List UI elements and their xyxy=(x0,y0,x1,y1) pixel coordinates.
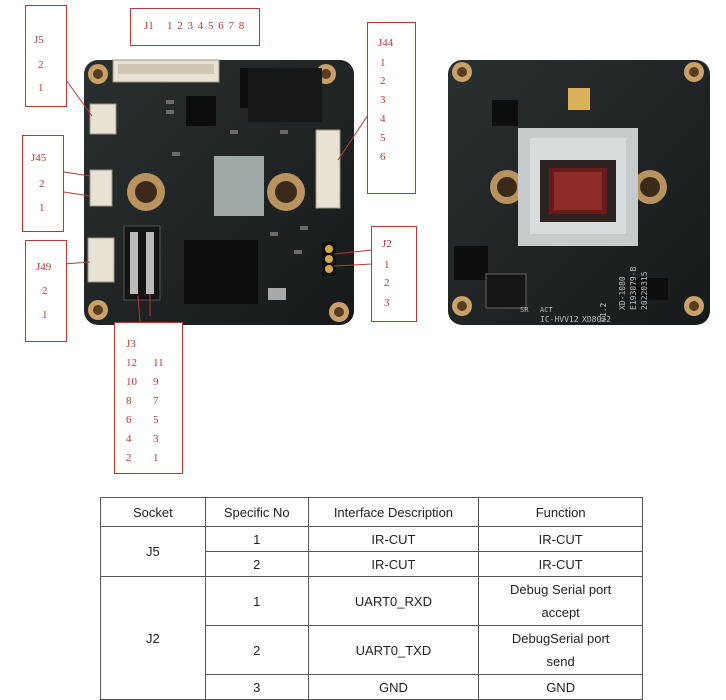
label-j5-name: J5 xyxy=(34,34,44,46)
label-j3: J3 12 11 10 9 8 7 6 5 4 3 2 1 xyxy=(114,322,183,474)
label-j3-pin: 8 xyxy=(126,395,132,407)
image-sensor xyxy=(540,160,616,222)
label-j49-pin: 1 xyxy=(42,309,48,321)
label-j3-pin: 12 xyxy=(126,357,137,369)
header-specific-no: Specific No xyxy=(205,498,308,527)
cell-function-line: DebugSerial port xyxy=(512,631,610,646)
table-row: J5 1 IR-CUT IR-CUT xyxy=(101,527,643,552)
silkscreen-code: IC-HVV12 xyxy=(540,315,579,324)
label-j49-name: J49 xyxy=(36,261,51,273)
label-j3-pin: 1 xyxy=(153,452,159,464)
label-j45-pin: 1 xyxy=(39,202,45,214)
label-j2-pin: 2 xyxy=(384,277,390,289)
label-j3-name: J3 xyxy=(126,338,136,350)
label-j44-pin: 2 xyxy=(380,75,386,87)
label-j5-pin: 2 xyxy=(38,59,44,71)
header-socket: Socket xyxy=(101,498,206,527)
j49-connector xyxy=(88,238,114,282)
silkscreen-code: 20220315 xyxy=(640,271,649,310)
header-function: Function xyxy=(479,498,643,527)
label-j44-pin: 4 xyxy=(380,113,386,125)
silkscreen-code: XD-1080 xyxy=(618,276,627,310)
cell-socket: J2 xyxy=(101,577,206,700)
cell-function-line: send xyxy=(547,654,575,669)
cell-function: IR-CUT xyxy=(479,527,643,552)
label-j3-pin: 3 xyxy=(153,433,159,445)
cell-description: GND xyxy=(308,675,479,700)
label-j3-pin: 10 xyxy=(126,376,137,388)
label-j1-name: J1 xyxy=(144,20,154,32)
label-j3-pin: 9 xyxy=(153,376,159,388)
interface-table: Socket Specific No Interface Description… xyxy=(100,497,643,700)
label-j2: J2 1 2 3 xyxy=(371,226,417,322)
board-diagram: XD-1080 E193079-B 20220315 V1.2 XD8022 I… xyxy=(0,0,726,470)
table-row: J2 1 UART0_RXD Debug Serial port accept xyxy=(101,577,643,626)
j3-header xyxy=(124,226,160,300)
label-j44-pin: 3 xyxy=(380,94,386,106)
label-j44-pin: 1 xyxy=(380,57,386,69)
label-j44-pin: 5 xyxy=(380,132,386,144)
main-board xyxy=(84,60,354,325)
label-j3-pin: 4 xyxy=(126,433,132,445)
label-j44-pin: 6 xyxy=(380,151,386,163)
label-j2-pin: 3 xyxy=(384,297,390,309)
cell-function-line: Debug Serial port xyxy=(510,582,611,597)
label-j2-name: J2 xyxy=(382,238,392,250)
cell-specific-no: 2 xyxy=(205,626,308,675)
cell-function-line: accept xyxy=(541,605,579,620)
silkscreen-mark: SR xyxy=(520,306,529,314)
cell-description: IR-CUT xyxy=(308,527,479,552)
label-j5: J5 2 1 xyxy=(25,5,67,107)
label-j3-pin: 7 xyxy=(153,395,159,407)
label-j44-name: J44 xyxy=(378,37,393,49)
j2-pads xyxy=(322,242,336,276)
cell-specific-no: 1 xyxy=(205,527,308,552)
silkscreen-mark: ACT xyxy=(540,306,553,314)
label-j45-pin: 2 xyxy=(39,178,45,190)
label-j2-pin: 1 xyxy=(384,259,390,271)
label-j1: J1 1 2 3 4 5 6 7 8 xyxy=(130,8,260,46)
cell-specific-no: 3 xyxy=(205,675,308,700)
cell-description: UART0_RXD xyxy=(308,577,479,626)
label-j3-pin: 6 xyxy=(126,414,132,426)
cell-specific-no: 2 xyxy=(205,552,308,577)
j1-connector xyxy=(113,60,219,82)
label-j5-pin: 1 xyxy=(38,82,44,94)
header-interface-description: Interface Description xyxy=(308,498,479,527)
j5-connector xyxy=(90,104,116,134)
table-header-row: Socket Specific No Interface Description… xyxy=(101,498,643,527)
cell-function: DebugSerial port send xyxy=(479,626,643,675)
label-j3-pin: 2 xyxy=(126,452,132,464)
j45-connector xyxy=(90,170,112,206)
cell-function: GND xyxy=(479,675,643,700)
label-j45-name: J45 xyxy=(31,152,46,164)
sensor-board: XD-1080 E193079-B 20220315 V1.2 XD8022 I… xyxy=(448,60,710,325)
cell-function: IR-CUT xyxy=(479,552,643,577)
board-illustration: XD-1080 E193079-B 20220315 V1.2 XD8022 I… xyxy=(0,0,726,470)
label-j1-pins: 1 2 3 4 5 6 7 8 xyxy=(167,20,245,32)
label-j45: J45 2 1 xyxy=(22,135,64,232)
label-j49: J49 2 1 xyxy=(25,240,67,342)
cell-description: IR-CUT xyxy=(308,552,479,577)
cell-specific-no: 1 xyxy=(205,577,308,626)
label-j3-pin: 5 xyxy=(153,414,159,426)
label-j3-pin: 11 xyxy=(153,357,164,369)
cell-description: UART0_TXD xyxy=(308,626,479,675)
silkscreen-code: E193079-B xyxy=(629,266,638,310)
cell-socket: J5 xyxy=(101,527,206,577)
label-j49-pin: 2 xyxy=(42,285,48,297)
j44-connector xyxy=(316,130,340,208)
silkscreen-code: XD8022 xyxy=(582,315,611,324)
cell-function: Debug Serial port accept xyxy=(479,577,643,626)
label-j44: J44 1 2 3 4 5 6 xyxy=(367,22,416,194)
